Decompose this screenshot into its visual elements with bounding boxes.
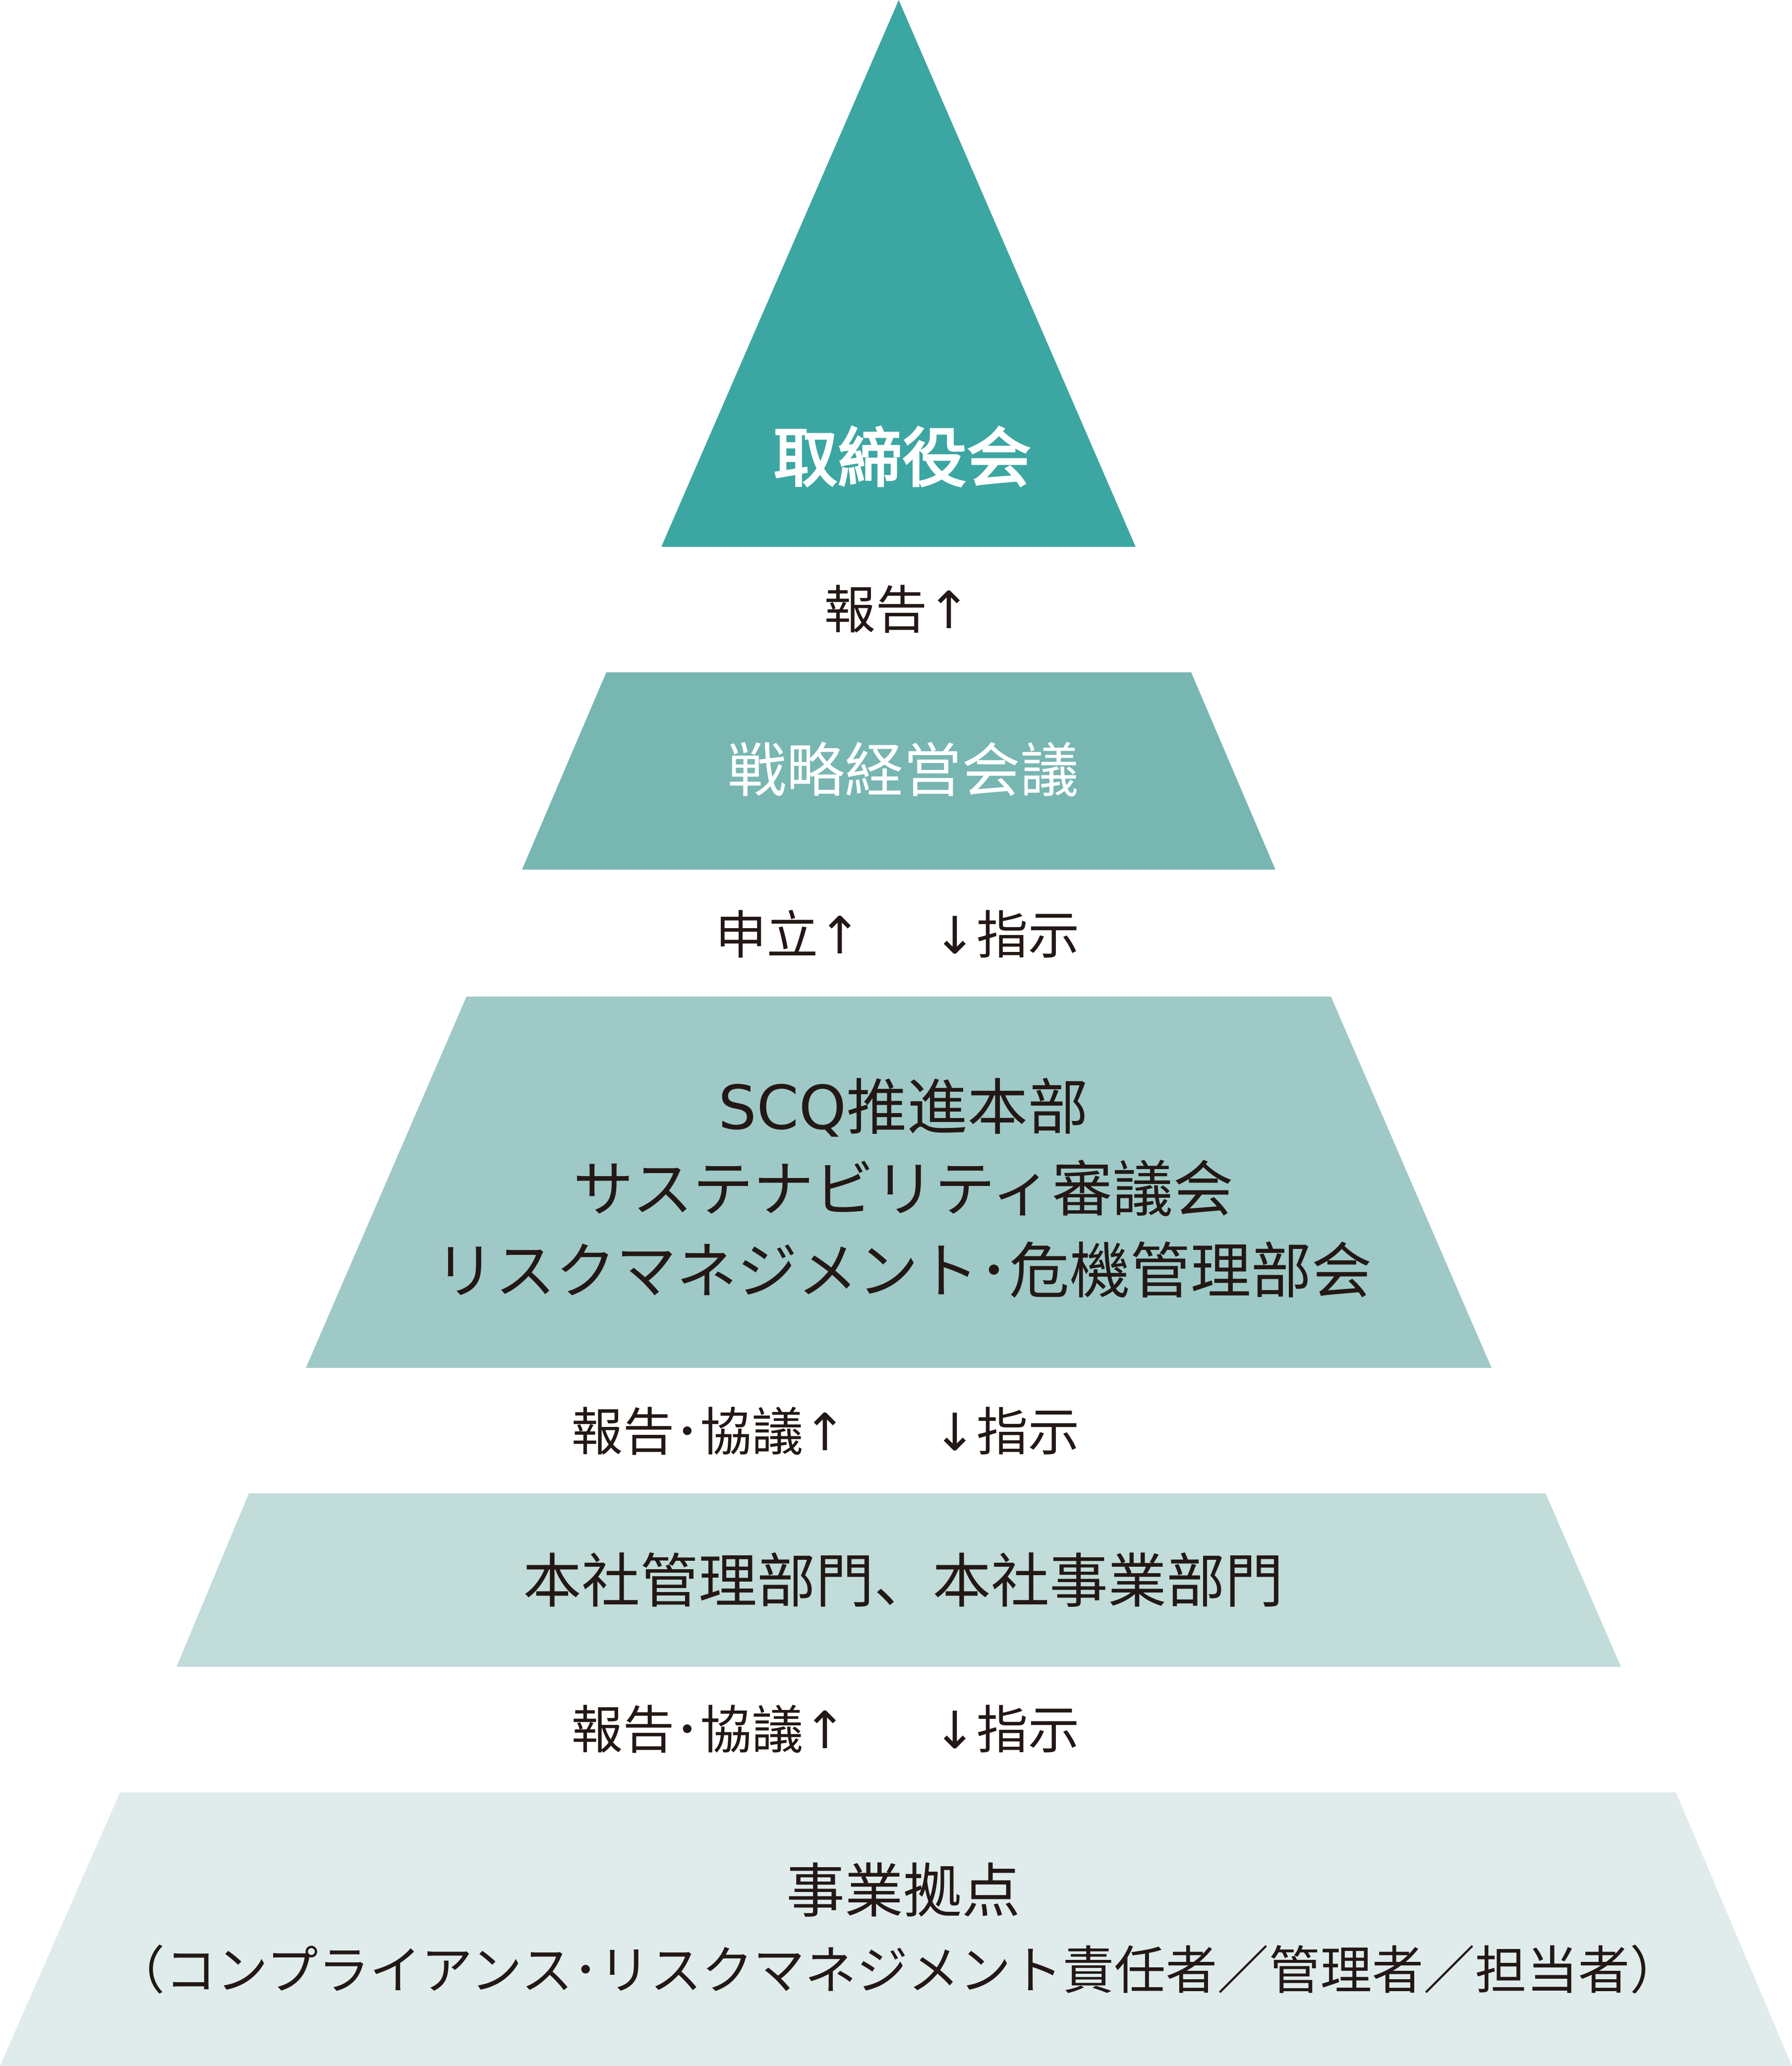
- connector-petition-up: 申立↑: [715, 905, 861, 966]
- strategic-management-meeting-tier: [522, 672, 1275, 870]
- connector-instruction-down: ↓指示: [933, 1402, 1079, 1463]
- business-sites-roles-label: （コンプライアンス･リスクマネジメント責任者／管理者／担当者）: [114, 1941, 1681, 2001]
- connector-instruction-down: ↓指示: [933, 905, 1079, 966]
- board-of-directors-label: 取締役会: [773, 421, 1031, 496]
- scq-promotion-hq-label: SCQ推進本部: [718, 1073, 1089, 1143]
- head-office-divisions-tier: [176, 1493, 1621, 1667]
- sustainability-council-label: サステナビリティ審議会: [573, 1155, 1233, 1225]
- business-sites-tier: [0, 1792, 1792, 2066]
- connector-report-up: 報告↑: [824, 580, 970, 641]
- connector-instruction-down: ↓指示: [933, 1700, 1079, 1761]
- board-of-directors-tier: [661, 0, 1136, 547]
- strategic-management-meeting-label: 戦略経営会議: [728, 737, 1079, 805]
- scq-promotion-tier: [306, 997, 1492, 1368]
- risk-crisis-management-committee-label: リスクマネジメント･危機管理部会: [435, 1237, 1372, 1307]
- head-office-divisions-label: 本社管理部門、本社事業部門: [523, 1547, 1283, 1616]
- connector-report-consult-up: 報告･協議↑: [571, 1700, 846, 1761]
- business-sites-label: 事業拠点: [786, 1857, 1020, 1926]
- connector-report-consult-up: 報告･協議↑: [571, 1402, 846, 1463]
